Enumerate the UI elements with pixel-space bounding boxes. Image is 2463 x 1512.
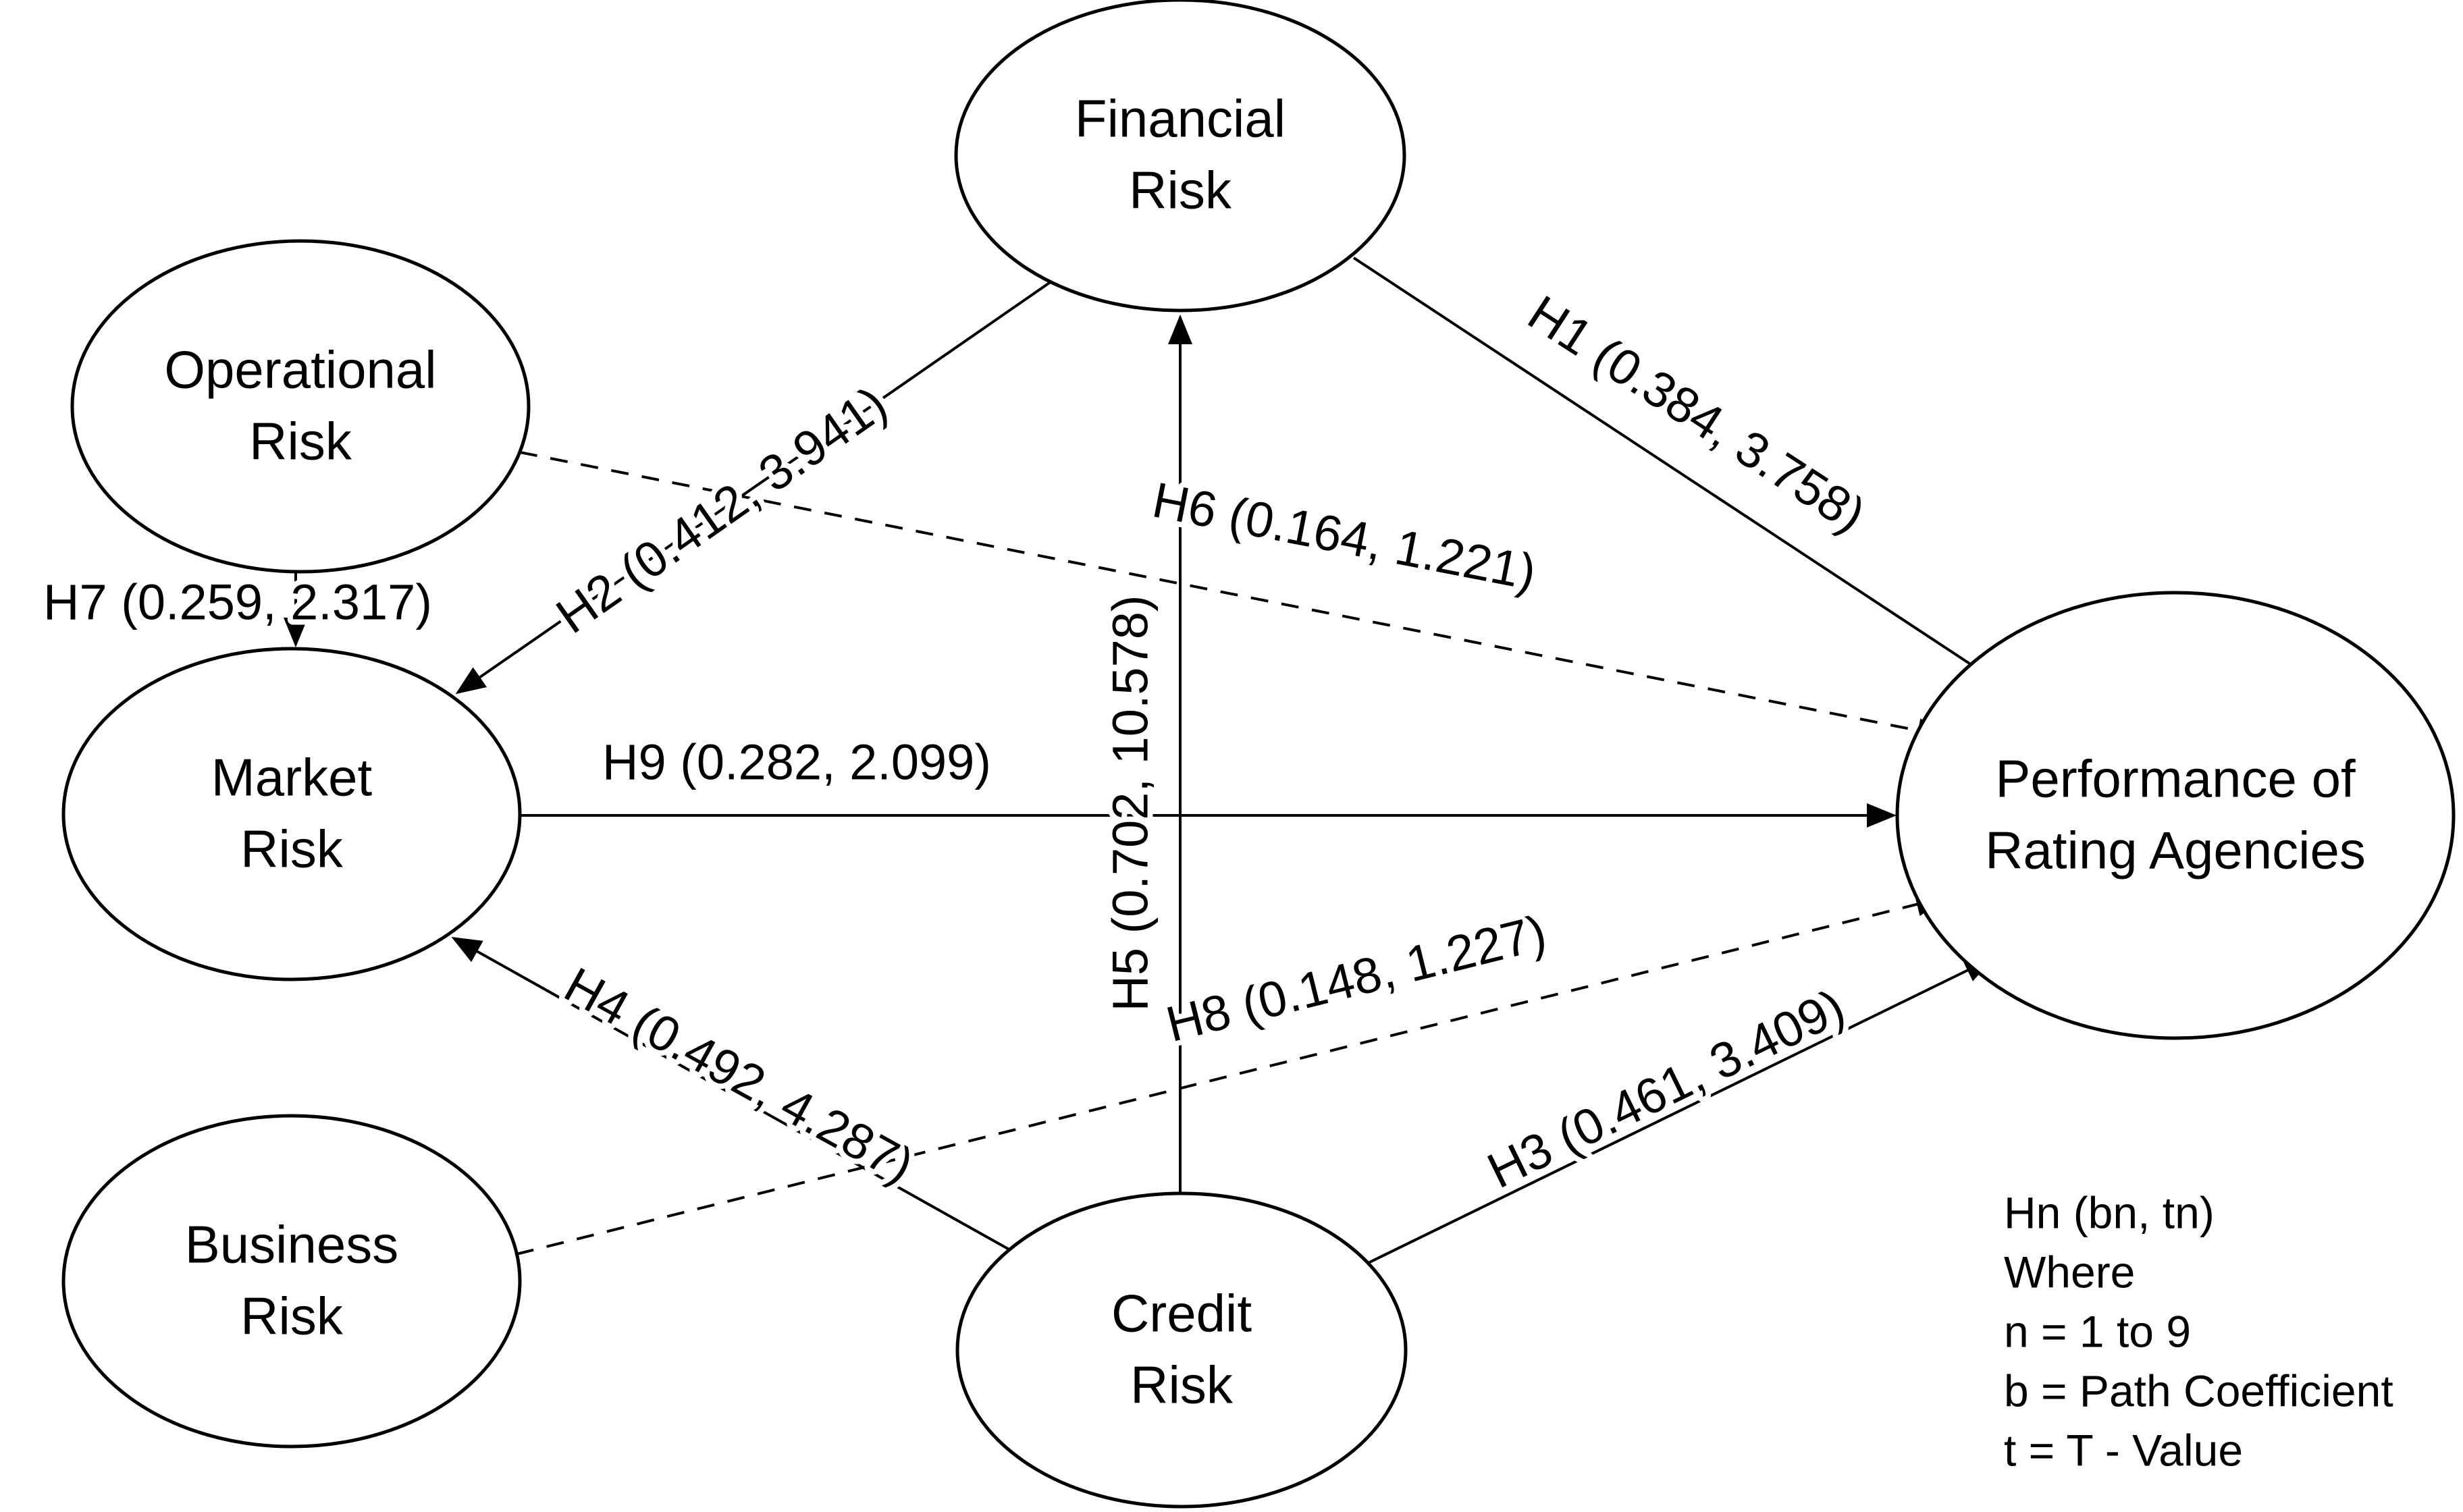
edge-label-h3-text: H3 (0.461, 3.409): [1479, 978, 1853, 1199]
node-operational-label-line2: Risk: [249, 412, 352, 471]
node-credit-label-line2: Risk: [1130, 1355, 1234, 1415]
node-operational-ellipse: [70, 239, 531, 574]
legend-line-1: Hn (bn, tn): [2004, 1187, 2215, 1237]
edge-label-h1-text: H1 (0.384, 3.758): [1518, 284, 1875, 543]
node-performance-label-line2: Rating Agencies: [1985, 821, 2366, 880]
edge-label-h7: H7 (0.259, 2.317)H7 (0.259, 2.317): [38, 569, 438, 636]
edge-label-h9: H9 (0.282, 2.099)H9 (0.282, 2.099): [597, 729, 997, 796]
edge-label-h4-text: H4 (0.492, 4.287): [556, 956, 923, 1194]
node-financial-ellipse: [954, 0, 1406, 313]
node-performance-ellipse: [1895, 591, 2456, 1040]
edge-label-h7-halo: H7 (0.259, 2.317): [43, 574, 432, 630]
edge-label-h1: H1 (0.384, 3.758)H1 (0.384, 3.758): [1513, 279, 1880, 548]
legend-line-2: Where: [2004, 1247, 2135, 1297]
edge-h1: [1352, 256, 2000, 684]
edge-label-h8-text: H8 (0.148, 1.227): [1161, 904, 1552, 1052]
edge-label-h6: H6 (0.164, 1.221)H6 (0.164, 1.221): [1143, 466, 1546, 605]
edge-h8: [516, 892, 1946, 1256]
node-performance-label-line1: Performance of: [1995, 749, 2356, 809]
legend-line-3: n = 1 to 9: [2004, 1306, 2191, 1356]
edge-h4: [451, 937, 1030, 1262]
node-financial-label-line1: Financial: [1075, 89, 1286, 148]
edge-label-h5-halo: H5 (0.702, 10.578): [1103, 595, 1159, 1011]
node-operational-label-line1: Operational: [164, 340, 436, 400]
node-credit-ellipse: [955, 1191, 1408, 1509]
edge-label-h2-text: H2 (0.412, 3.941): [546, 375, 897, 644]
node-market-label-line1: Market: [211, 748, 373, 807]
edge-label-h4: H4 (0.492, 4.287)H4 (0.492, 4.287): [550, 951, 928, 1199]
edge-label-h2: H2 (0.412, 3.941)H2 (0.412, 3.941): [541, 370, 902, 649]
edge-label-h9-text: H9 (0.282, 2.099): [602, 734, 991, 790]
node-business-label-line2: Risk: [240, 1287, 344, 1346]
edge-h6: [519, 451, 1947, 742]
edges-layer: [284, 256, 2000, 1270]
node-business-label-line1: Business: [185, 1215, 399, 1274]
legend-layer: Hn (bn, tn) Where n = 1 to 9 b = Path Coeff…: [2004, 1187, 2393, 1475]
edge-label-h5-text: H5 (0.702, 10.578): [1103, 595, 1159, 1011]
edge-h3: [1355, 957, 1994, 1270]
node-credit-label-line1: Credit: [1111, 1284, 1252, 1343]
edge-label-h9-halo: H9 (0.282, 2.099): [602, 734, 991, 790]
nodes-layer: OperationalRiskFinancialRiskMarketRiskBu…: [61, 0, 2456, 1509]
edge-h2: [455, 279, 1055, 695]
edge-label-h6-text: H6 (0.164, 1.221): [1148, 471, 1541, 600]
legend-line-4: b = Path Coefficient: [2004, 1366, 2393, 1415]
node-financial-label-line2: Risk: [1129, 161, 1232, 220]
node-business-ellipse: [61, 1114, 522, 1449]
node-performance[interactable]: Performance of Rating Agencies: [1895, 591, 2456, 1040]
legend-line-5: t = T - Value: [2004, 1425, 2243, 1475]
node-market-label-line2: Risk: [240, 819, 344, 879]
edge-label-h5: H5 (0.702, 10.578)H5 (0.702, 10.578): [1097, 589, 1164, 1017]
edge-label-h3: H3 (0.461, 3.409)H3 (0.461, 3.409): [1473, 973, 1858, 1204]
edge-label-h8: H8 (0.148, 1.227)H8 (0.148, 1.227): [1155, 898, 1557, 1058]
edge-label-h7-text: H7 (0.259, 2.317): [43, 574, 432, 630]
node-market-ellipse: [61, 647, 522, 981]
